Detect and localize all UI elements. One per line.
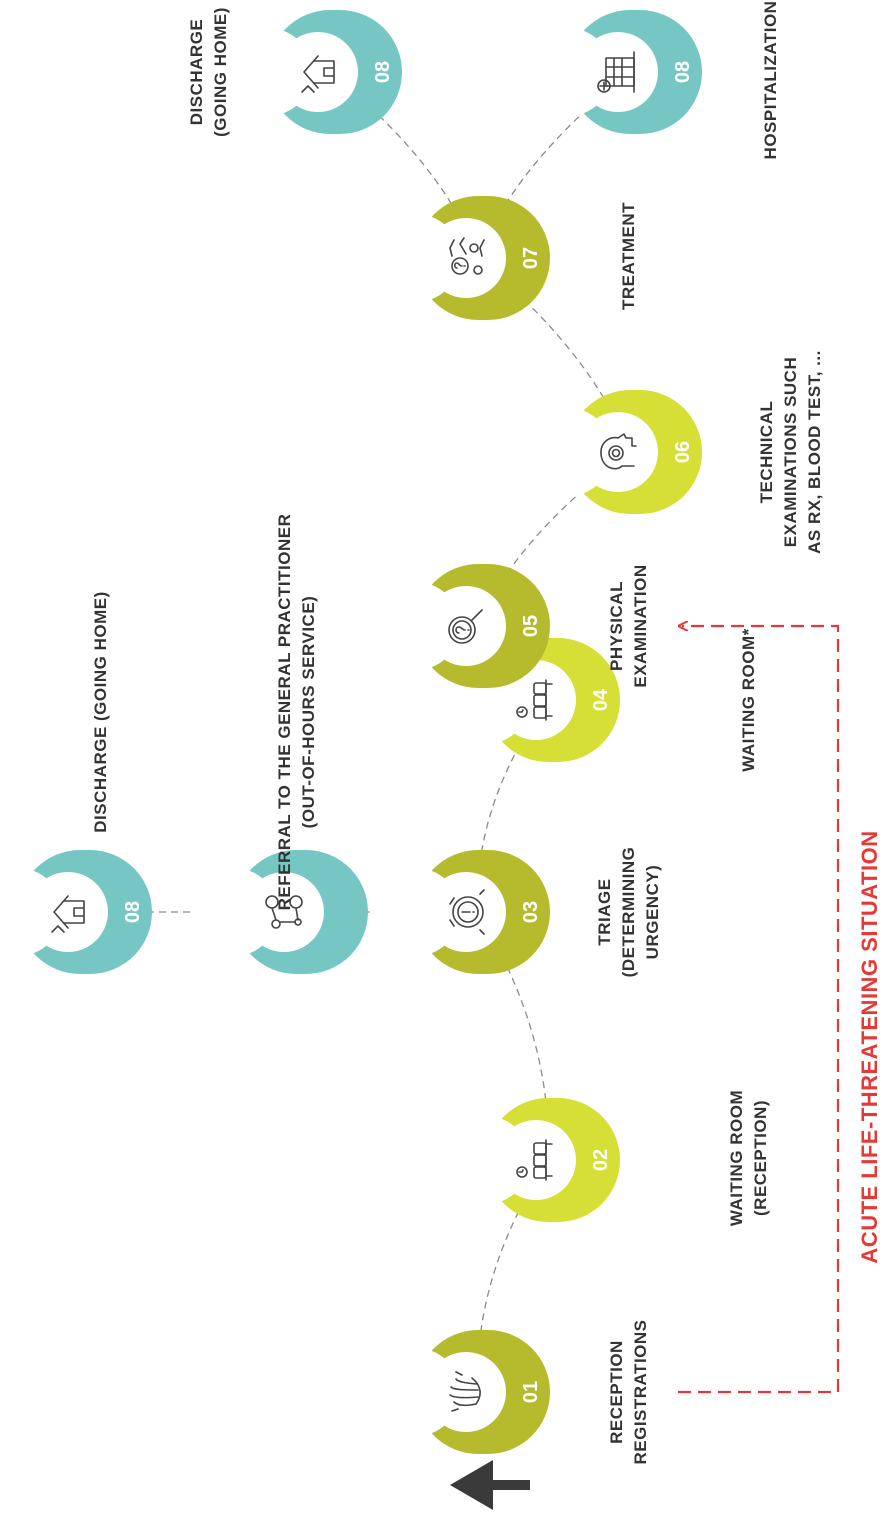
step-label-s04: WAITING ROOM*: [739, 628, 758, 771]
connector: [477, 911, 549, 1161]
step-number: 04: [590, 688, 612, 711]
step-label-line: TRIAGE: [595, 878, 614, 945]
step-label-line: DISCHARGE (GOING HOME): [91, 591, 110, 832]
head-scan-icon: [600, 433, 637, 470]
step-node-s03: 03: [372, 850, 550, 974]
step-node-s08a: 08: [224, 10, 402, 134]
step-node-s02: 02: [442, 1098, 620, 1222]
step-label-s08c: DISCHARGE (GOING HOME): [91, 591, 110, 832]
step-label-s06: TECHNICAL EXAMINATIONS SUCH AS RX, BLOOD T…: [757, 350, 824, 554]
step-label-s08a: DISCHARGE (GOING HOME): [187, 7, 230, 137]
step-label-line: REFERRAL TO THE GENERAL PRACTITIONER: [275, 514, 294, 911]
step-number: 08: [122, 901, 144, 923]
icon-bubble-circle: [426, 1352, 506, 1432]
step-label-line: TREATMENT: [619, 202, 638, 310]
step-label-line: RECEPTION: [607, 1340, 626, 1444]
step-node-s07: 07: [372, 196, 550, 320]
step-label-s08b: HOSPITALIZATION: [761, 1, 780, 160]
step-label-s07: TREATMENT: [619, 202, 638, 310]
icon-bubble-circle: [28, 872, 108, 952]
waiting-room-icon: [516, 679, 553, 721]
step-number: 03: [520, 901, 542, 923]
step-node-s01: 01: [372, 1330, 550, 1454]
step-number: 07: [520, 247, 542, 269]
step-label-line: AS RX, BLOOD TEST, ...: [805, 350, 824, 554]
alert-dashed-line: [678, 626, 840, 1394]
step-label-s03: TRIAGE (DETERMINING URGENCY): [595, 847, 662, 978]
step-label-line: EXAMINATION: [631, 564, 650, 687]
alert-path: [678, 626, 840, 1394]
icon-bubble-circle: [426, 218, 506, 298]
icon-bubble-circle: [278, 32, 358, 112]
network-icon: [265, 895, 303, 929]
step-label-line: REGISTRATIONS: [631, 1319, 650, 1464]
step-label-line: DISCHARGE: [187, 19, 206, 126]
step-number: 08: [372, 61, 394, 83]
house-icon: [51, 895, 85, 933]
step-node-s05: 05: [372, 564, 550, 688]
step-number: 01: [520, 1381, 542, 1403]
step-node-s08c: 08: [0, 850, 152, 974]
step-label-sRef: REFERRAL TO THE GENERAL PRACTITIONER (OUT…: [275, 514, 318, 911]
step-label-line: (DETERMINING: [619, 847, 638, 978]
step-label-line: PHYSICAL: [607, 581, 626, 671]
treatment-icon: [449, 237, 485, 275]
step-node-s08b: 08: [524, 10, 702, 134]
icon-bubble-circle: [578, 412, 658, 492]
alert-label: ACUTE LIFE-THREATENING SITUATION: [857, 830, 882, 1263]
icon-bubble-circle: [578, 32, 658, 112]
step-label-line: (OUT-OF-HOURS SERVICE): [299, 596, 318, 829]
start-arrow-head: [450, 1460, 493, 1510]
step-number: 05: [520, 615, 542, 637]
icon-bubble-circle: [244, 872, 324, 952]
alarm-clock-icon: [449, 889, 485, 935]
step-label-line: (GOING HOME): [211, 7, 230, 137]
step-number: 02: [590, 1149, 612, 1171]
step-node-s06: 06: [524, 390, 702, 514]
step-number: 08: [672, 61, 694, 83]
step-label-line: WAITING ROOM*: [739, 628, 758, 771]
step-label-s05: PHYSICAL EXAMINATION: [607, 564, 650, 687]
step-number: 06: [672, 441, 694, 463]
start-arrow-shaft: [488, 1480, 530, 1490]
step-label-line: URGENCY): [643, 865, 662, 960]
waiting-room-icon: [516, 1139, 553, 1181]
start-arrow: [450, 1460, 530, 1510]
step-node-sRef: [190, 850, 368, 974]
step-label-s02: WAITING ROOM (RECEPTION): [727, 1090, 770, 1226]
magnifier-icon: [448, 609, 483, 644]
step-label-line: (RECEPTION): [751, 1100, 770, 1216]
hand-icon: [449, 1371, 481, 1412]
step-label-line: TECHNICAL: [757, 401, 776, 504]
icon-bubble-circle: [426, 586, 506, 666]
icon-bubble-circle: [496, 1120, 576, 1200]
step-label-s01: RECEPTION REGISTRATIONS: [607, 1319, 650, 1464]
step-label-line: EXAMINATIONS SUCH: [781, 357, 800, 547]
hospital-icon: [597, 51, 635, 93]
step-label-line: WAITING ROOM: [727, 1090, 746, 1226]
house-icon: [301, 55, 335, 93]
step-label-line: HOSPITALIZATION: [761, 1, 780, 160]
